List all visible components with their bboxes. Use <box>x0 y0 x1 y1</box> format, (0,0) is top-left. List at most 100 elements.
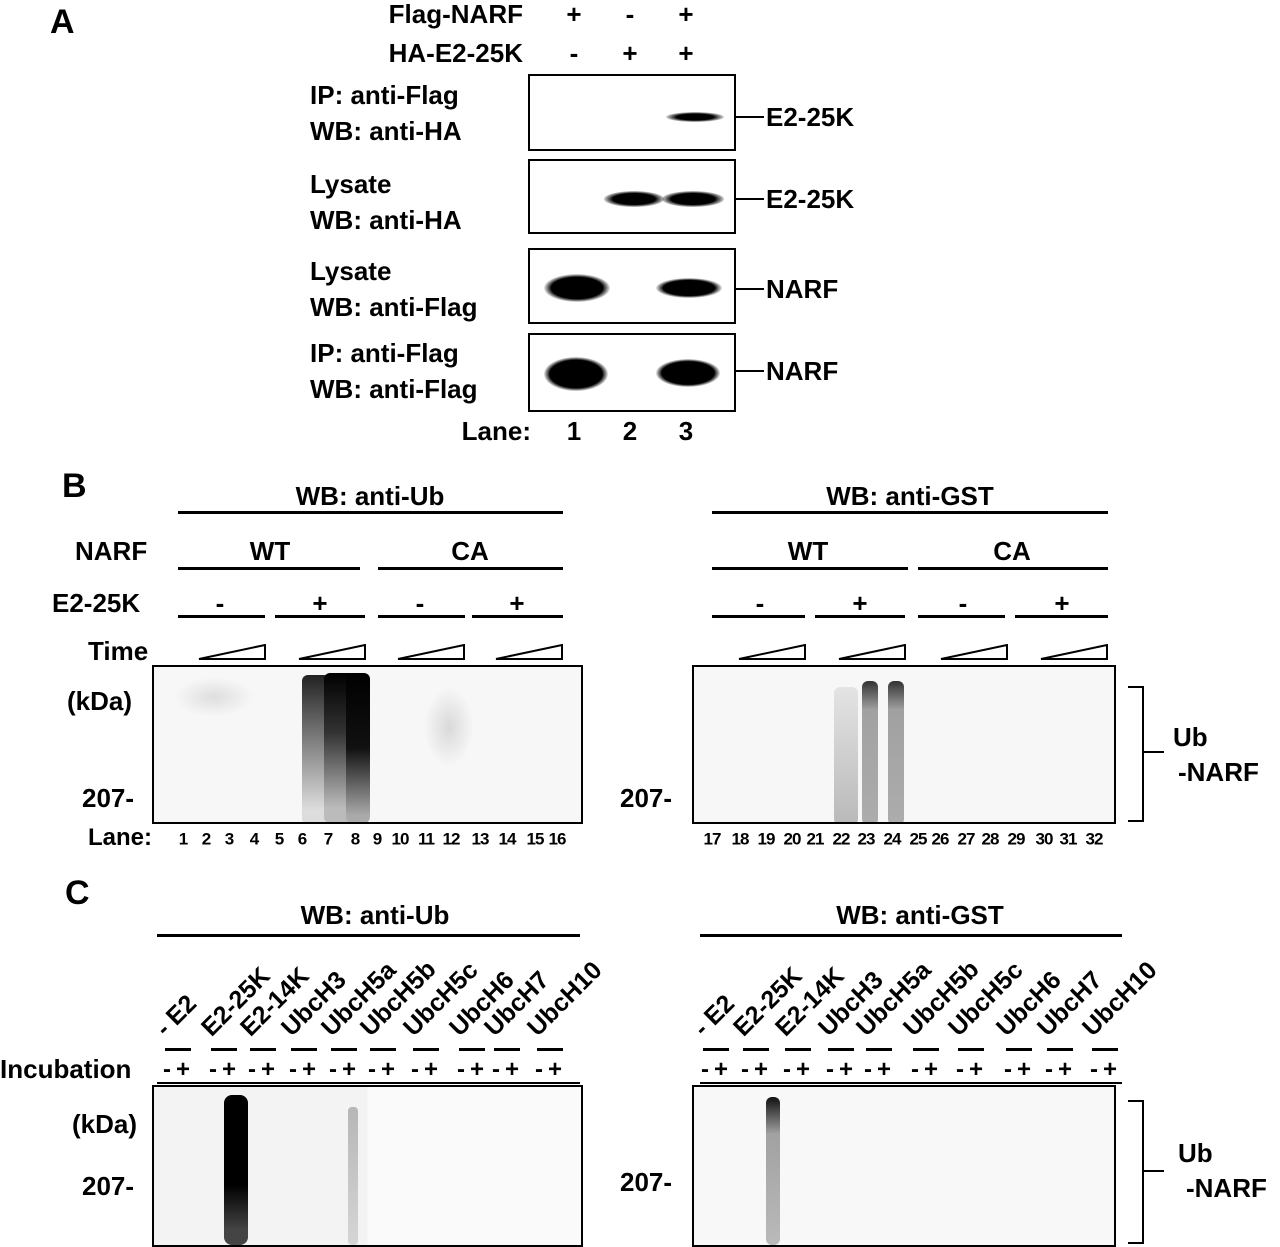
lane-number: 16 <box>548 829 567 849</box>
marker-207: 207- <box>620 1167 673 1197</box>
incubation-plus: + <box>753 1056 769 1083</box>
marker-narf: NARF <box>766 274 839 304</box>
time-gradient-triangle-icon <box>397 643 465 660</box>
bracket <box>1128 686 1144 822</box>
divider <box>157 1082 580 1084</box>
lane-number: 28 <box>981 829 1000 849</box>
time-gradient-triangle-icon <box>738 643 806 660</box>
e2-sign: + <box>1054 588 1070 618</box>
incubation-minus: - <box>1045 1056 1053 1083</box>
smear-lane8 <box>346 673 370 822</box>
lane-number: 5 <box>274 829 285 849</box>
group-line <box>178 567 360 570</box>
blot-anti-ub <box>152 665 583 824</box>
group-line <box>918 567 1108 570</box>
marker-tick <box>736 370 764 372</box>
marker-tick <box>736 198 764 200</box>
ub-narf-label-2: -NARF <box>1186 1173 1267 1203</box>
e2-sign: - <box>415 588 425 618</box>
sign-line <box>712 615 805 618</box>
incubation-minus: - <box>535 1056 543 1083</box>
band-narf-lane1 <box>544 357 608 391</box>
sign-line <box>178 615 265 618</box>
incubation-plus: + <box>1016 1056 1032 1083</box>
incubation-plus: + <box>713 1056 729 1083</box>
blot4-label-1: IP: anti-Flag <box>310 338 459 368</box>
blot-lysate-wb-flag <box>528 248 736 324</box>
lane-number: 27 <box>957 829 976 849</box>
blot-ip-flag-wb-flag <box>528 333 736 412</box>
divider <box>700 1082 1122 1084</box>
panel-b-letter: B <box>62 467 87 505</box>
incubation-minus: - <box>956 1056 964 1083</box>
incubation-plus: + <box>175 1056 191 1083</box>
lane-number: 32 <box>1085 829 1104 849</box>
narf-group-label: WT <box>249 536 291 566</box>
lane-number: 31 <box>1059 829 1078 849</box>
e2-25k-label: E2-25K <box>52 588 141 618</box>
incubation-plus: + <box>301 1056 317 1083</box>
incubation-plus: + <box>547 1056 563 1083</box>
e2-dash <box>331 1048 357 1051</box>
e2-dash <box>785 1048 811 1051</box>
e2-dash <box>913 1048 939 1051</box>
lane-number: 22 <box>832 829 851 849</box>
narf-group-label: WT <box>787 536 829 566</box>
lane-label: Lane: <box>461 416 531 446</box>
blot2-label-1: Lysate <box>310 169 392 199</box>
ha-e2-25k-label: HA-E2-25K <box>388 38 523 68</box>
e2-dash <box>211 1048 237 1051</box>
time-gradient-triangle-icon <box>198 643 266 660</box>
sign-line <box>378 615 465 618</box>
e2-dash <box>494 1048 520 1051</box>
ub-narf-label-2: -NARF <box>1178 757 1259 787</box>
e2-dash <box>1047 1048 1073 1051</box>
smear-lane24 <box>888 681 904 822</box>
smear-e2-25k <box>766 1097 780 1245</box>
blot1-label-1: IP: anti-Flag <box>310 80 459 110</box>
e2-sign: + <box>312 588 328 618</box>
panel-c-letter: C <box>65 874 90 912</box>
e2-dash <box>828 1048 854 1051</box>
bracket-tick <box>1144 1170 1164 1172</box>
e2-sign: - <box>215 588 225 618</box>
e2-dash <box>370 1048 396 1051</box>
incubation-minus: - <box>411 1056 419 1083</box>
incubation-plus: + <box>968 1056 984 1083</box>
ub-narf-label-1: Ub <box>1173 722 1208 752</box>
blot3-label-1: Lysate <box>310 256 392 286</box>
e2-dash <box>537 1048 563 1051</box>
incubation-minus: - <box>1004 1056 1012 1083</box>
incubation-plus: + <box>795 1056 811 1083</box>
band-narf-lane1 <box>544 274 610 302</box>
lane-number: 17 <box>703 829 722 849</box>
band-e2-25k-lane2 <box>604 191 664 207</box>
e2-sign: + <box>509 588 525 618</box>
marker-207: 207- <box>82 1171 135 1201</box>
lane-number: 1 <box>566 416 582 446</box>
incubation-minus: - <box>492 1056 500 1083</box>
title-line <box>178 511 563 514</box>
time-gradient-triangle-icon <box>298 643 366 660</box>
bracket-tick <box>1144 751 1164 753</box>
lane-number: 21 <box>806 829 825 849</box>
lane-number: 26 <box>931 829 950 849</box>
marker-207: 207- <box>82 783 135 813</box>
e2-dash <box>250 1048 276 1051</box>
blot1-label-2: WB: anti-HA <box>310 116 462 146</box>
narf-group-label: CA <box>993 536 1031 566</box>
flag-narf-sign: - <box>625 0 635 29</box>
sign-line <box>275 615 365 618</box>
time-gradient-triangle-icon <box>940 643 1008 660</box>
e2-sign: - <box>755 588 765 618</box>
lane-number: 4 <box>249 829 260 849</box>
e2-dash <box>291 1048 317 1051</box>
time-gradient-triangle-icon <box>495 643 563 660</box>
lane-number: 3 <box>678 416 694 446</box>
group-line <box>712 567 908 570</box>
e2-dash <box>703 1048 729 1051</box>
c-right-title: WB: anti-GST <box>836 900 1004 930</box>
lane-number: 3 <box>224 829 235 849</box>
incubation-plus: + <box>260 1056 276 1083</box>
incubation-minus: - <box>368 1056 376 1083</box>
